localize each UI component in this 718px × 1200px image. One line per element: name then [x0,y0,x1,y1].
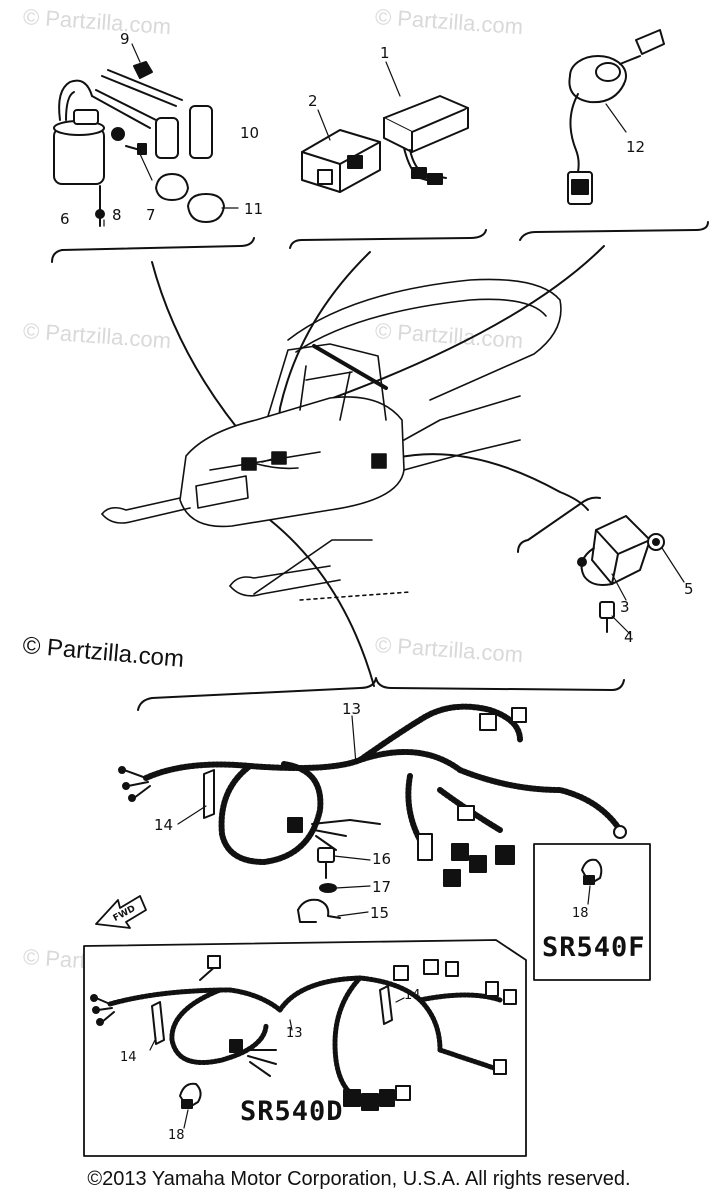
leader-line [321,245,605,403]
cdi-location-marker [271,451,287,465]
copyright-text: ©2013 Yamaha Motor Corporation, U.S.A. A… [87,1168,631,1190]
washer [111,127,125,141]
cdi-unit [383,95,469,185]
rubber-grommet [155,173,225,223]
harness-washer [319,883,337,893]
callout-14-sr540d: 14 [404,988,421,1003]
callout-9: 9 [120,30,130,48]
rectifier-regulator [301,129,381,193]
bolt [125,143,147,155]
leader-line [269,519,375,687]
cable-band-sr540d [151,985,393,1045]
callout-11: 11 [244,200,264,218]
callout-18-sr540d: 18 [168,1128,185,1143]
group-bracket-ignition [51,237,255,263]
callout-8: 8 [112,206,122,224]
regulator-bolt [599,601,615,633]
callout-14-sr540d-left: 14 [120,1050,137,1065]
regulator-location-marker [371,453,387,469]
voltage-regulator [577,515,651,586]
spark-plug-cap [133,61,153,79]
sr540f-variant-box [533,843,651,981]
callout-10: 10 [240,124,260,142]
regulator-nut [647,533,665,551]
coil-location-marker [241,457,257,471]
callout-7: 7 [146,206,156,224]
group-bracket-harness [137,677,625,711]
leader-line [275,251,371,453]
model-label-sr540f: SR540F [542,932,646,963]
callout-4: 4 [624,628,634,646]
wire-harness-sr540d [90,955,517,1111]
callout-13-sr540d: 13 [286,1026,303,1041]
callout-leaders [103,43,685,1129]
callout-3: 3 [620,598,630,616]
callout-15: 15 [370,904,390,922]
callout-6: 6 [60,210,70,228]
snowmobile-body [101,278,562,601]
group-bracket-regulator [517,496,601,553]
front-direction-arrow [95,895,147,929]
leader-line [395,453,589,511]
group-bracket-cdi [289,229,487,249]
callout-12: 12 [626,138,646,156]
wire-harness-sr540f [118,703,627,887]
callout-5: 5 [684,580,694,598]
harness-bolt [317,847,335,879]
callout-16: 16 [372,850,392,868]
callout-14: 14 [154,816,174,834]
main-switch [567,29,665,205]
ignition-coil-assembly [53,69,213,227]
model-label-sr540d: SR540D [240,1096,344,1127]
group-bracket-main-switch [519,221,709,241]
callout-17: 17 [372,878,392,896]
harness-clamp [297,898,341,923]
switch-sr540d [179,1082,202,1109]
callout-18: 18 [572,906,589,921]
callout-1: 1 [380,44,390,62]
callout-13: 13 [342,700,362,718]
callout-2: 2 [308,92,318,110]
cable-band [203,769,215,819]
